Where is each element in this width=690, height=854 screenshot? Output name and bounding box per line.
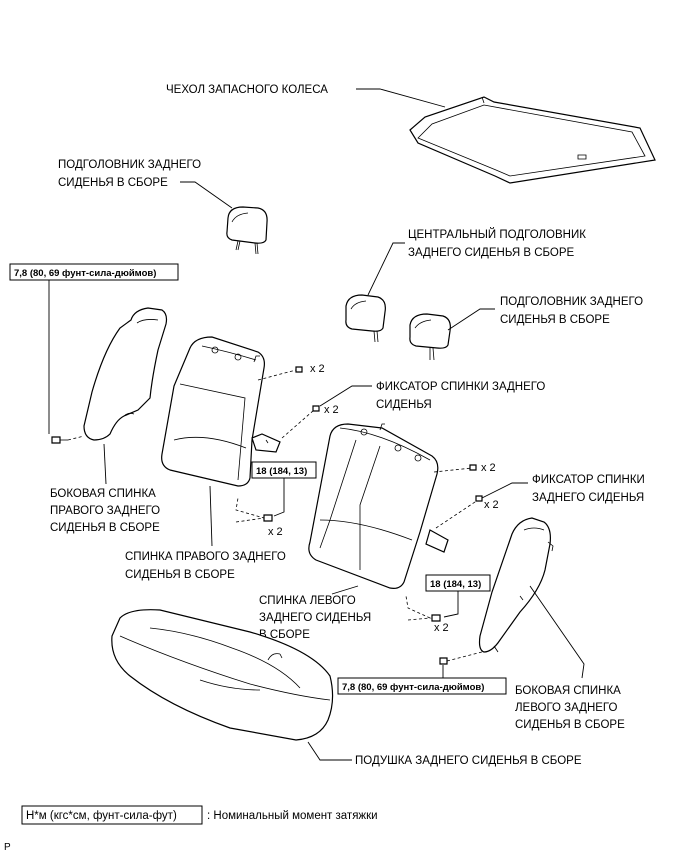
label-lock-center-2: СИДЕНЬЯ: [376, 399, 432, 411]
label-lock-right-2: ЗАДНЕГО СИДЕНЬЯ: [532, 492, 644, 504]
torque-box-side-left: [337, 677, 507, 695]
leader-spare-cover: [356, 88, 446, 108]
leader-side-back-left: [529, 585, 585, 679]
bolt-back-left: [469, 464, 477, 471]
torque-back-right-text: 18 (184, 13): [256, 466, 307, 477]
dash-lock-center: [281, 409, 315, 439]
label-back-right-1: СПИНКА ПРАВОГО ЗАДНЕГО: [125, 551, 286, 563]
label-side-back-right-3: СИДЕНЬЯ В СБОРЕ: [50, 522, 160, 534]
leader-lock-center: [319, 385, 372, 407]
dash-bolt-back-right-lower: [235, 497, 265, 523]
qty-lock-right: x 2: [484, 499, 499, 511]
legend-unit-box: [21, 805, 203, 825]
leader-center-headrest: [367, 242, 405, 296]
center-headrest: [345, 294, 386, 343]
label-center-headrest-2: ЗАДНЕГО СИДЕНЬЯ В СБОРЕ: [408, 247, 575, 259]
label-side-back-left-3: СИДЕНЬЯ В СБОРЕ: [515, 719, 625, 731]
dash-side-left: [446, 651, 483, 662]
label-cushion: ПОДУШКА ЗАДНЕГО СИДЕНЬЯ В СБОРЕ: [355, 755, 582, 767]
leader-torque-back-right: [273, 478, 285, 517]
leader-cushion: [307, 741, 352, 761]
seat-cushion: [111, 609, 334, 741]
label-back-left-1: СПИНКА ЛЕВОГО: [259, 595, 356, 607]
label-side-back-right-1: БОКОВАЯ СПИНКА: [50, 488, 156, 500]
leader-back-left: [331, 585, 359, 595]
leader-headrest-top: [180, 181, 233, 209]
label-headrest-top-2: СИДЕНЬЯ В СБОРЕ: [58, 177, 168, 189]
qty-back-left-bolt: x 2: [481, 462, 496, 474]
leader-side-back-right: [103, 443, 107, 485]
label-side-back-right-2: ПРАВОГО ЗАДНЕГО: [50, 505, 160, 517]
torque-side-left-text: 7,8 (80, 69 фунт-сила-дюймов): [342, 682, 484, 693]
dash-lock-right: [435, 499, 479, 529]
spare-wheel-cover: [409, 96, 656, 184]
legend-unit-text: Н*м (кгс*см, фунт-сила-фут): [26, 810, 177, 822]
leader-torque-back-left: [443, 591, 459, 618]
leader-headrest-right: [447, 308, 495, 331]
dash-bolt-back-left-lower: [405, 595, 432, 621]
label-headrest-top-1: ПОДГОЛОВНИК ЗАДНЕГО: [58, 159, 201, 171]
headrest-rear: [226, 206, 268, 255]
seatback-right: [161, 336, 281, 487]
legend-description: : Номинальный момент затяжки: [207, 810, 378, 822]
label-lock-center-1: ФИКСАТОР СПИНКИ ЗАДНЕГО: [376, 381, 545, 393]
qty-back-left-lower: x 2: [434, 622, 449, 634]
label-back-left-2: ЗАДНЕГО СИДЕНЬЯ: [259, 612, 371, 624]
bolt-side-left: [439, 657, 448, 665]
bolt-back-left-lower: [431, 614, 441, 622]
seatback-left: [308, 423, 449, 589]
label-side-back-left-1: БОКОВАЯ СПИНКА: [515, 685, 621, 697]
leader-back-right: [209, 485, 213, 547]
label-lock-right-1: ФИКСАТОР СПИНКИ: [532, 474, 645, 486]
side-back-right: [83, 307, 168, 441]
corner-mark: P: [4, 842, 11, 853]
label-back-left-3: В СБОРЕ: [259, 629, 310, 641]
torque-box-side-right: [9, 263, 179, 281]
qty-back-right-bolt: x 2: [310, 363, 325, 375]
qty-back-right-lower: x 2: [268, 526, 283, 538]
lock-center: [312, 405, 320, 412]
dash-back-left-bolt: [433, 467, 473, 473]
bolt-back-right-lower: [263, 514, 273, 522]
lock-right: [475, 495, 483, 502]
torque-side-right-text: 7,8 (80, 69 фунт-сила-дюймов): [14, 268, 156, 279]
dash-back-right-bolt: [257, 369, 297, 381]
label-side-back-left-2: ЛЕВОГО ЗАДНЕГО: [515, 702, 618, 714]
label-headrest-right-1: ПОДГОЛОВНИК ЗАДНЕГО: [500, 296, 643, 308]
label-spare-cover: ЧЕХОЛ ЗАПАСНОГО КОЛЕСА: [166, 84, 328, 96]
bolt-side-right: [51, 436, 68, 444]
leader-lock-right: [481, 482, 528, 499]
label-headrest-right-2: СИДЕНЬЯ В СБОРЕ: [500, 314, 610, 326]
qty-lock-center: x 2: [324, 404, 339, 416]
label-back-right-2: СИДЕНЬЯ В СБОРЕ: [125, 569, 235, 581]
label-center-headrest-1: ЦЕНТРАЛЬНЫЙ ПОДГОЛОВНИК: [408, 228, 586, 241]
bolt-back-right: [295, 366, 303, 373]
dash-side-right: [67, 435, 85, 441]
headrest-right: [409, 313, 451, 361]
torque-back-left-text: 18 (184, 13): [430, 579, 481, 590]
side-back-left: [478, 517, 554, 653]
